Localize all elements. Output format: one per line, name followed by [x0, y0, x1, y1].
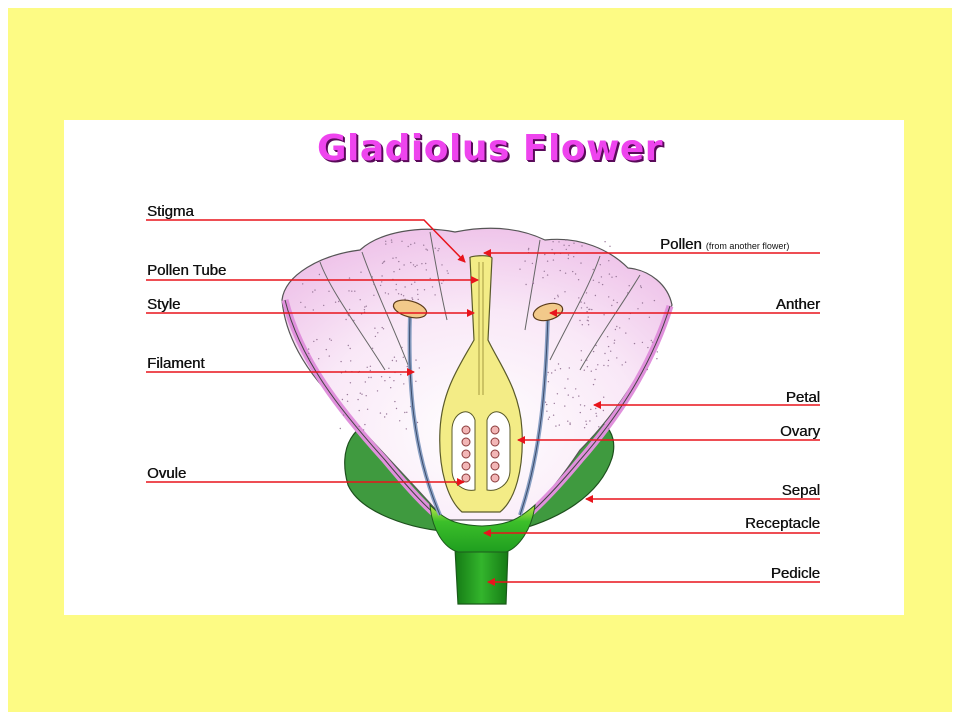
label-receptacle: Receptacle: [744, 515, 820, 532]
petal-outline: [284, 299, 671, 523]
diagram-title: Gladiolus Flower: [316, 128, 664, 169]
petal-stipple: [300, 239, 658, 431]
label-filament: Filament: [147, 355, 205, 372]
label-pollen-tube: Pollen Tube: [147, 262, 227, 279]
label-style: Style: [147, 296, 181, 313]
label-pollen: Pollen: [660, 236, 702, 253]
label-petal: Petal: [785, 389, 820, 406]
label-ovule: Ovule: [147, 465, 187, 482]
label-ovary: Ovary: [779, 423, 820, 440]
pointer-lines: [146, 219, 820, 586]
pedicle-shape: [454, 547, 509, 605]
label-sepal: Sepal: [781, 482, 820, 499]
filament-right-outline: [519, 313, 549, 516]
petal-fold-lines: [319, 231, 641, 371]
label-pedicle: Pedicle: [770, 565, 820, 582]
label-anther: Anther: [775, 296, 820, 313]
pointer-stigma: [146, 219, 466, 263]
receptacle-shape: [429, 503, 536, 553]
label-pollen-note: (from another flower): [705, 241, 790, 251]
ovules: [461, 425, 500, 483]
label-stigma: Stigma: [147, 203, 194, 220]
pollen-tube-shape: [478, 262, 484, 395]
filament-left-outline: [409, 314, 441, 516]
label-pollen-group: Pollen (from another flower): [660, 236, 789, 253]
